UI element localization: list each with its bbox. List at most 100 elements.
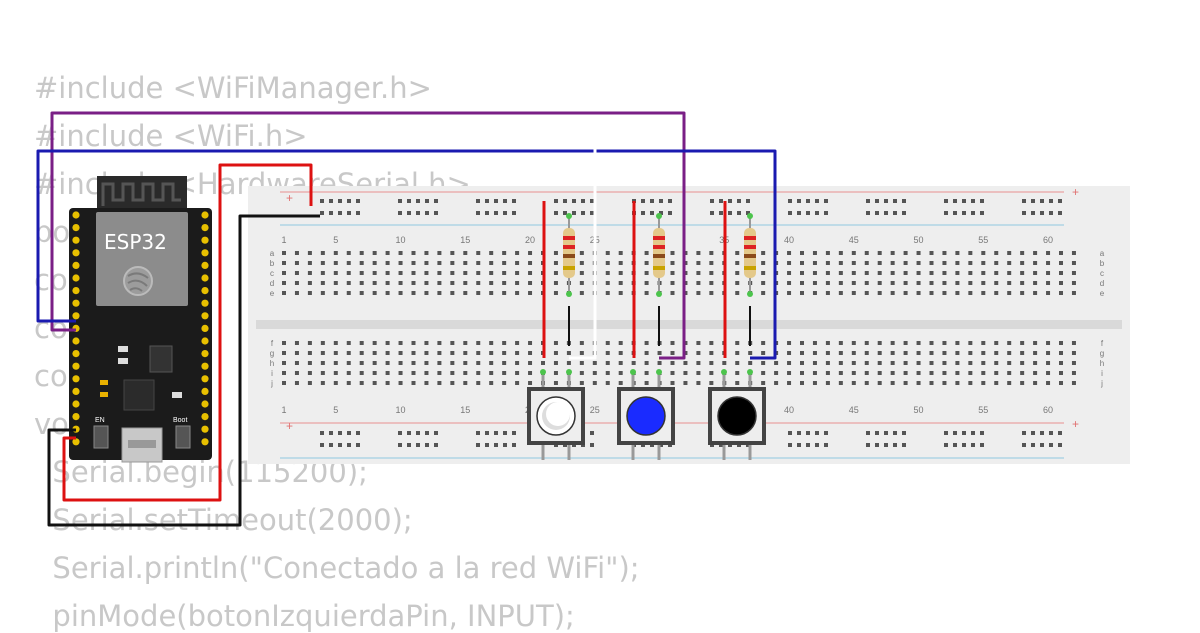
breadboard-hole bbox=[372, 271, 377, 275]
row-letter: g bbox=[270, 349, 274, 358]
breadboard-hole bbox=[553, 381, 558, 385]
column-number: 1 bbox=[281, 405, 286, 415]
breadboard-hole bbox=[812, 341, 817, 345]
breadboard-hole bbox=[929, 351, 934, 355]
esp32-smd bbox=[100, 380, 108, 385]
breadboard-hole bbox=[282, 251, 286, 255]
esp32-pin bbox=[201, 224, 209, 232]
breadboard-hole bbox=[864, 381, 869, 385]
row-letter: e bbox=[1100, 289, 1105, 298]
breadboard-hole bbox=[929, 261, 934, 265]
breadboard-hole bbox=[1059, 281, 1063, 285]
breadboard-hole bbox=[696, 381, 701, 385]
breadboard-hole bbox=[838, 341, 843, 345]
pushbuttons bbox=[527, 369, 766, 460]
code-line: Serial.println("Conectado a la red WiFi"… bbox=[34, 551, 640, 585]
breadboard-hole bbox=[502, 271, 507, 275]
rail-hole bbox=[425, 211, 429, 215]
white-button[interactable] bbox=[527, 369, 585, 460]
breadboard-hole bbox=[592, 371, 597, 375]
breadboard-hole bbox=[955, 281, 960, 285]
breadboard-hole bbox=[709, 291, 714, 295]
breadboard-hole bbox=[916, 341, 921, 345]
column-number: 40 bbox=[784, 405, 794, 415]
rail-hole bbox=[347, 199, 351, 203]
breadboard-hole bbox=[618, 261, 623, 265]
breadboard-hole bbox=[981, 281, 986, 285]
breadboard-hole bbox=[333, 361, 338, 365]
row-letter: a bbox=[270, 249, 275, 258]
breadboard-hole bbox=[644, 341, 649, 345]
breadboard-hole bbox=[476, 281, 481, 285]
breadboard-hole bbox=[528, 371, 533, 375]
breadboard-hole bbox=[748, 351, 753, 355]
breadboard-hole bbox=[294, 371, 299, 375]
breadboard-hole bbox=[579, 341, 584, 345]
code-line: Serial.setTimeout(2000); bbox=[34, 503, 413, 537]
breadboard-hole bbox=[1046, 381, 1051, 385]
breadboard-hole bbox=[333, 371, 338, 375]
breadboard-hole bbox=[398, 251, 403, 255]
breadboard-hole bbox=[1071, 271, 1076, 275]
column-number: 60 bbox=[1043, 235, 1053, 245]
breadboard-hole bbox=[761, 341, 766, 345]
boot-label: Boot bbox=[173, 417, 187, 424]
rail-hole bbox=[944, 211, 948, 215]
rail-hole bbox=[512, 443, 516, 447]
breadboard-hole bbox=[1020, 371, 1025, 375]
breadboard-hole bbox=[437, 341, 442, 345]
breadboard-hole bbox=[696, 371, 701, 375]
breadboard-hole bbox=[320, 251, 325, 255]
rail-hole bbox=[320, 211, 324, 215]
breadboard-hole bbox=[553, 281, 558, 285]
breadboard-holes bbox=[282, 199, 1076, 447]
breadboard-hole bbox=[994, 261, 999, 265]
en-button[interactable] bbox=[93, 425, 109, 449]
rail-hole bbox=[347, 431, 351, 435]
breadboard-hole bbox=[903, 251, 908, 255]
breadboard-hole bbox=[476, 341, 481, 345]
breadboard-hole bbox=[605, 371, 610, 375]
rail-hole bbox=[971, 443, 975, 447]
breadboard-hole bbox=[877, 381, 882, 385]
button-cap[interactable] bbox=[717, 396, 757, 436]
breadboard-hole bbox=[800, 261, 804, 265]
rail-hole bbox=[1031, 443, 1035, 447]
button-cap[interactable] bbox=[626, 396, 666, 436]
column-number: 10 bbox=[396, 405, 406, 415]
breadboard-hole bbox=[411, 261, 416, 265]
breadboard-hole bbox=[955, 291, 960, 295]
breadboard-hole bbox=[307, 371, 312, 375]
breadboard-hole bbox=[359, 351, 364, 355]
breadboard-hole bbox=[748, 361, 753, 365]
rail-hole bbox=[893, 199, 897, 203]
breadboard-hole bbox=[864, 281, 869, 285]
breadboard-hole bbox=[981, 381, 986, 385]
breadboard-hole bbox=[851, 351, 856, 355]
esp32-pin bbox=[72, 375, 80, 383]
rail-hole bbox=[797, 199, 801, 203]
breadboard-hole bbox=[282, 351, 286, 355]
blue-button[interactable] bbox=[617, 369, 675, 460]
breadboard-hole bbox=[579, 381, 584, 385]
boot-button[interactable] bbox=[175, 425, 191, 449]
breadboard-hole bbox=[631, 361, 636, 365]
breadboard-hole bbox=[307, 381, 312, 385]
breadboard-hole bbox=[1059, 351, 1063, 355]
breadboard-hole bbox=[385, 351, 390, 355]
rail-hole bbox=[944, 443, 948, 447]
rail-hole bbox=[1049, 431, 1053, 435]
breadboard-hole bbox=[346, 351, 351, 355]
black-button[interactable] bbox=[708, 369, 766, 460]
rail-hole bbox=[476, 199, 480, 203]
rail-hole bbox=[893, 431, 897, 435]
breadboard-hole bbox=[307, 261, 312, 265]
breadboard-hole bbox=[955, 381, 960, 385]
breadboard-hole bbox=[851, 281, 856, 285]
breadboard-hole bbox=[696, 341, 701, 345]
breadboard-hole bbox=[618, 361, 623, 365]
breadboard-hole bbox=[515, 341, 520, 345]
breadboard-hole bbox=[968, 341, 973, 345]
breadboard-hole bbox=[553, 371, 558, 375]
breadboard-hole bbox=[1046, 371, 1051, 375]
